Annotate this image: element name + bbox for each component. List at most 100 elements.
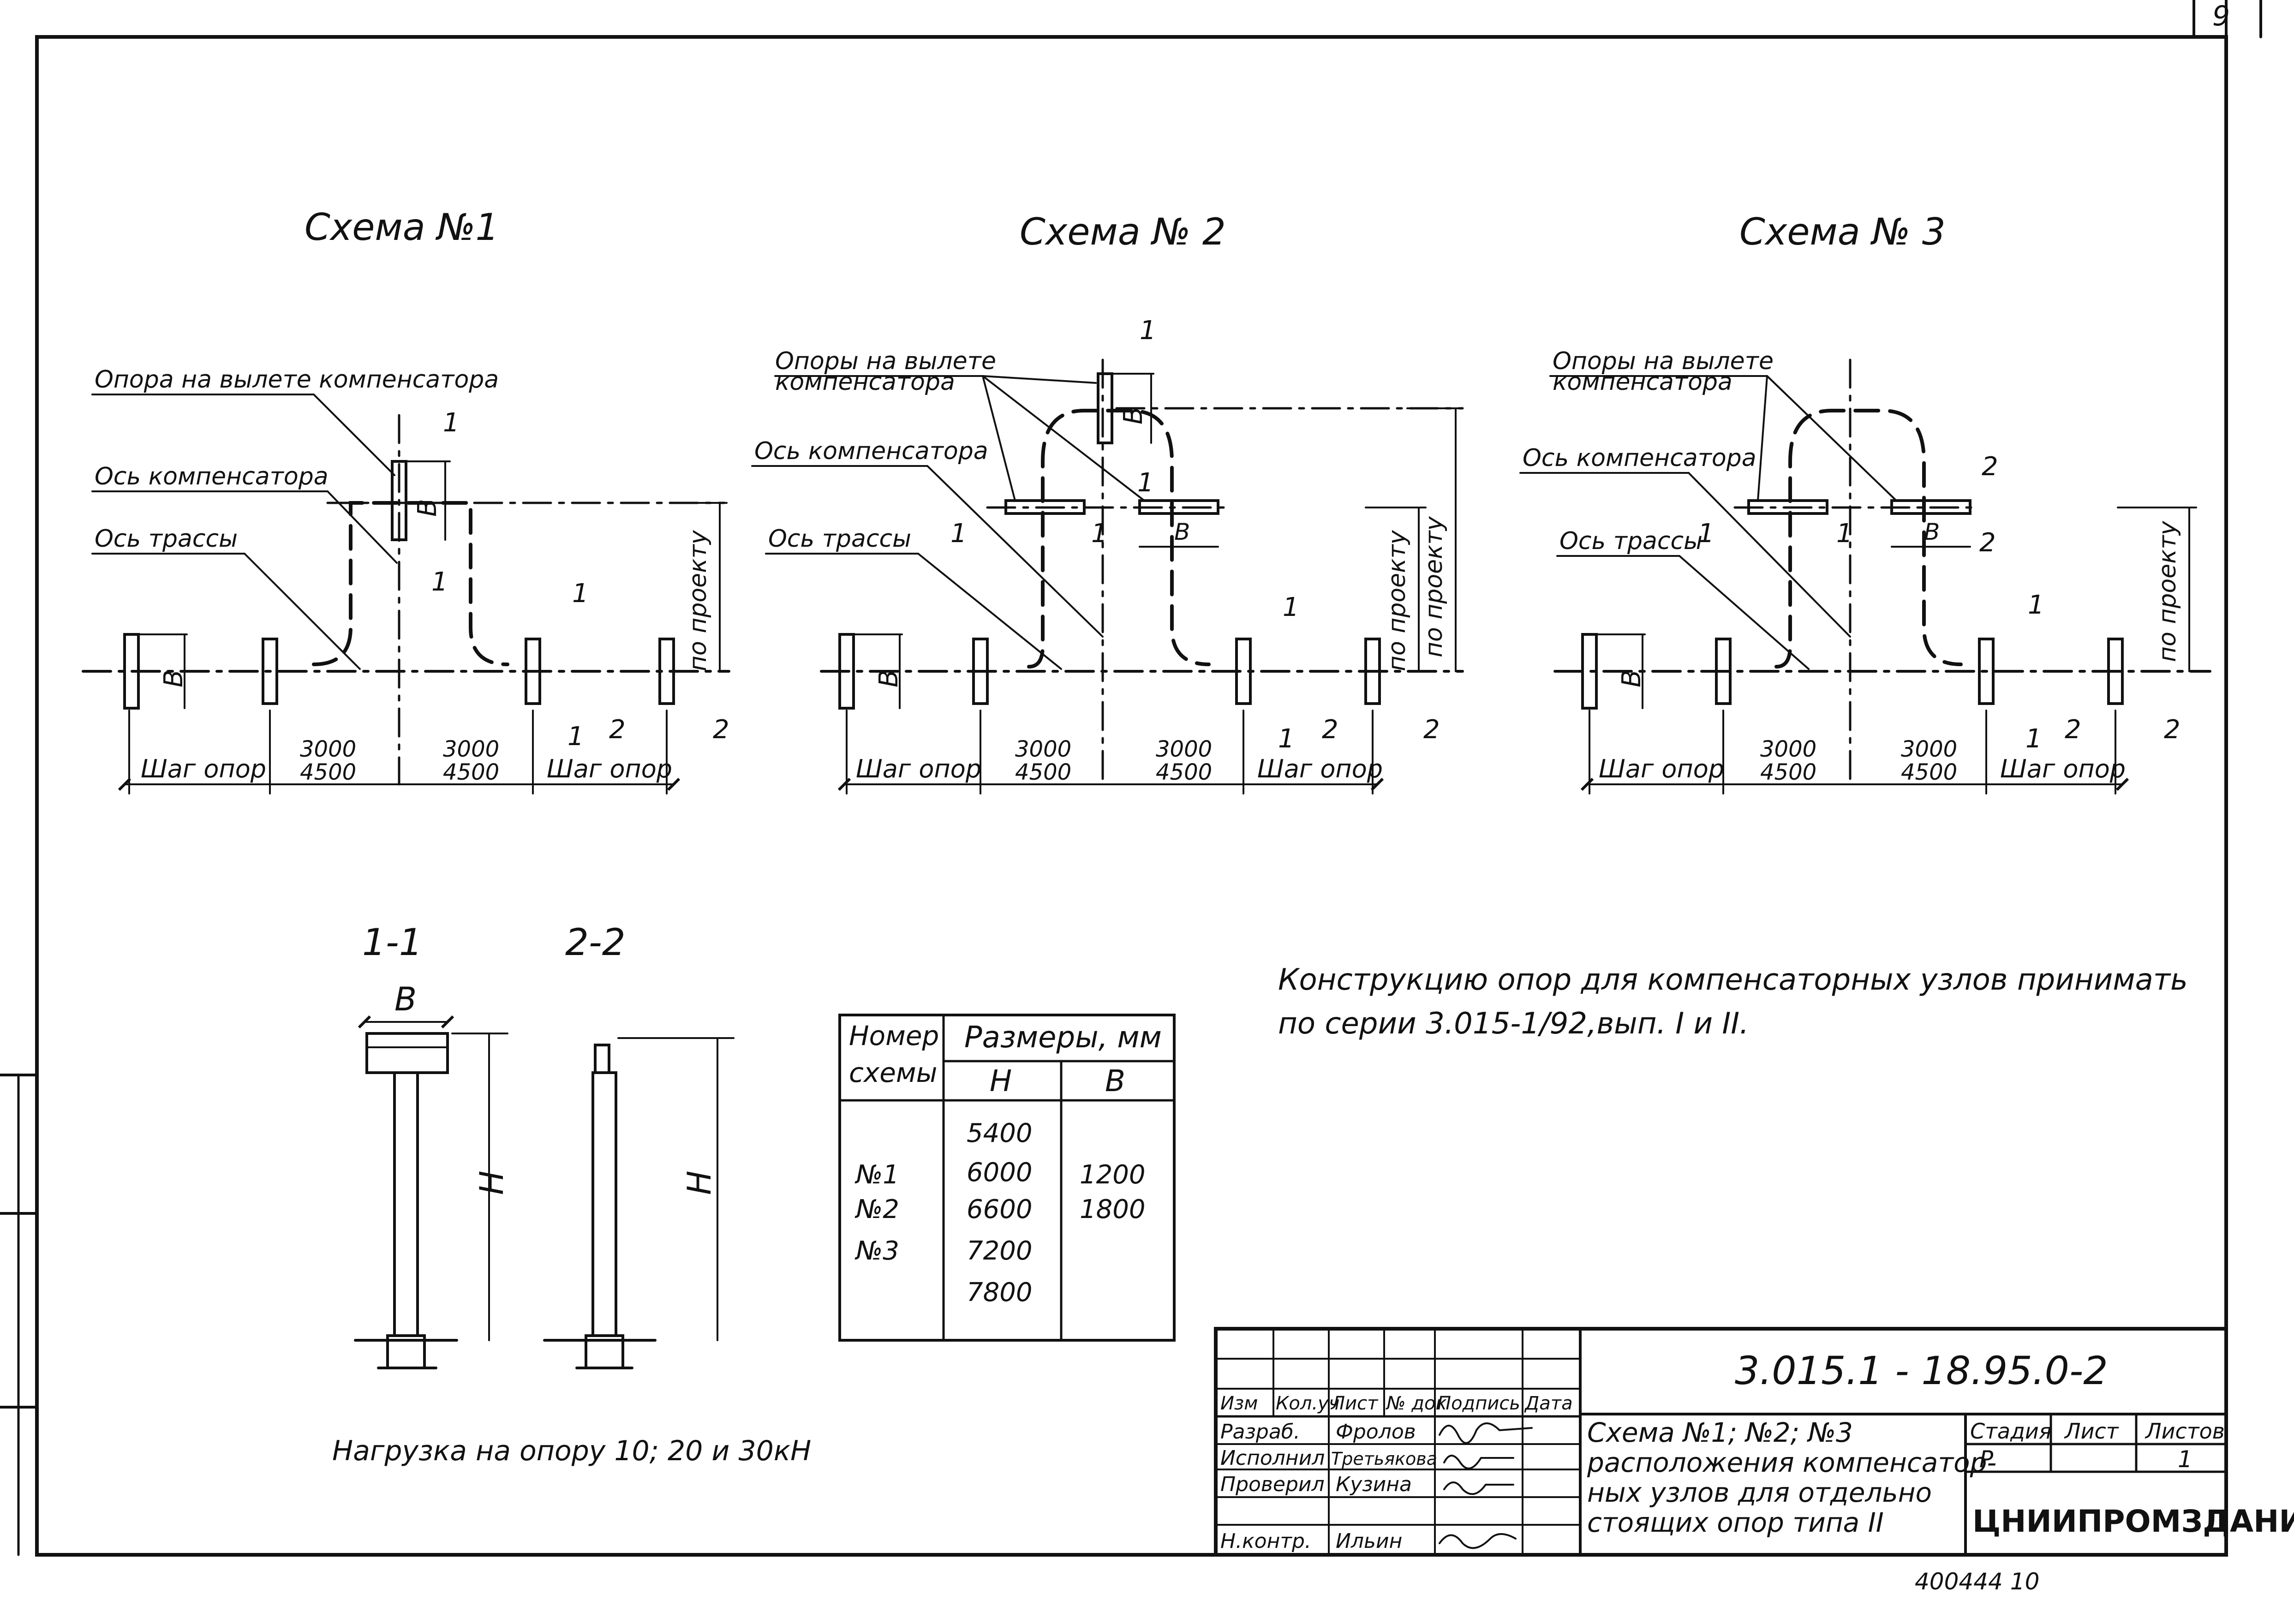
label-2-2: Ось трассы — [768, 525, 911, 553]
step-label-1b: Шаг опор — [547, 754, 672, 783]
step-label-1a: Шаг опор — [141, 754, 266, 783]
table-h-2: 6000 — [967, 1158, 1033, 1188]
table-h-5: 7800 — [967, 1278, 1033, 1308]
dim-b-7: В — [1924, 519, 1940, 545]
table-h-3: 6600 — [967, 1194, 1033, 1224]
table-b-2: 1800 — [1080, 1194, 1146, 1224]
tb-desc-1: расположения компенсатор- — [1587, 1447, 1996, 1478]
sizes-table: Номер схемы Размеры, мм Н В №1 №2 №3 540… — [838, 1014, 1176, 1342]
scheme-3-title: Схема № 3 — [1739, 210, 1946, 253]
scheme-1: Схема №1 В В по проекту Шаг о — [82, 206, 730, 794]
span-a-2a: 3000 — [1015, 736, 1071, 762]
sec-1b: 1 — [431, 567, 448, 597]
sec-2-1c: 1 — [950, 519, 967, 549]
sec-3-2a: 2 — [1982, 452, 1998, 482]
sec-2a: 2 — [609, 715, 626, 745]
section-1-1-title: 1-1 — [362, 921, 423, 964]
scheme-2-title: Схема № 2 — [1020, 210, 1226, 253]
span-b-3b: 4500 — [1901, 759, 1957, 785]
label-3-2: Ось трассы — [1559, 527, 1703, 555]
label-3-1: Ось компенсатора — [1523, 444, 1756, 472]
tb-desc-2: ных узлов для отдельно — [1587, 1477, 1932, 1508]
table-head-sizes: Размеры, мм — [964, 1021, 1162, 1055]
label-2-0a: Опоры на вылете — [775, 347, 996, 375]
sheet-number: 9 — [2212, 0, 2230, 32]
sec-2-1e: 1 — [1283, 592, 1299, 622]
section-views: 1-1 2-2 В Н Н — [354, 921, 735, 1369]
construction-note-line1: Конструкцию опор для компенсаторных узло… — [1278, 963, 2188, 997]
label-1-2: Ось трассы — [95, 525, 238, 553]
sheet-frame — [0, 0, 2262, 1557]
tb-sheet-h: Лист — [2064, 1419, 2119, 1444]
by-project-2b: по проекту — [1383, 530, 1411, 671]
sec-3-1c: 1 — [2028, 590, 2044, 620]
scheme-2: Схема № 2 В В В по проекту по проекту Ша… — [751, 210, 1464, 794]
table-head-number: Номер — [849, 1020, 939, 1051]
tb-head-0: Изм — [1220, 1393, 1258, 1414]
tb-head-3: № док — [1386, 1393, 1447, 1414]
scheme-3: Схема № 3 В В по проекту Шаг опор 3000 4… — [1519, 210, 2211, 794]
tb-desc-0: Схема №1; №2; №3 — [1587, 1417, 1853, 1448]
tb-head-5: Дата — [1524, 1393, 1573, 1414]
label-2-1: Ось компенсатора — [754, 437, 988, 465]
span-a-1a: 3000 — [300, 736, 356, 762]
step-label-2b: Шаг опор — [1257, 754, 1383, 783]
dim-b-5: В — [1174, 519, 1190, 545]
table-head-scheme: схемы — [849, 1057, 937, 1088]
section-b-label: В — [394, 980, 417, 1018]
label-2-0b: компенсатора — [775, 368, 955, 396]
sec-2-1d: 1 — [1091, 519, 1108, 549]
span-b-2b: 4500 — [1156, 759, 1212, 785]
label-1-0: Опора на вылете компенсатора — [95, 366, 499, 394]
construction-note-line2: по серии 3.015-1/92,вып. I и II. — [1278, 1007, 1749, 1041]
step-label-3a: Шаг опор — [1599, 754, 1724, 783]
table-scheme-3: №3 — [854, 1236, 899, 1266]
tb-name-0: Фролов — [1336, 1420, 1416, 1444]
span-b-1b: 4500 — [443, 759, 499, 785]
table-scheme-1: №1 — [854, 1160, 899, 1190]
sec-3-1b: 1 — [1836, 519, 1853, 549]
sec-3-1a: 1 — [1698, 519, 1715, 549]
sec-2b: 2 — [713, 715, 729, 745]
section-h-1: Н — [473, 1170, 511, 1195]
sec-2-2a: 2 — [1322, 715, 1338, 745]
by-project-3: по проекту — [2154, 520, 2181, 662]
span-b-2a: 4500 — [1015, 759, 1071, 785]
dim-b-1: В — [159, 670, 189, 687]
load-note: Нагрузка на опору 10; 20 и 30кН — [332, 1435, 811, 1467]
span-a-2b: 3000 — [1156, 736, 1212, 762]
span-a-3a: 3000 — [1760, 736, 1816, 762]
table-scheme-2: №2 — [854, 1194, 899, 1224]
bottom-note: 400444 10 — [1915, 1568, 2039, 1595]
span-b-3a: 4500 — [1760, 759, 1816, 785]
sec-3-2d: 2 — [2164, 715, 2180, 745]
tb-desc-3: стоящих опор типа II — [1587, 1507, 1884, 1538]
sec-1d: 1 — [568, 722, 584, 752]
by-project-2a: по проекту — [1420, 516, 1448, 657]
sec-3-2c: 2 — [2065, 715, 2081, 745]
table-b-1: 1200 — [1080, 1160, 1146, 1190]
sec-2-2b: 2 — [1423, 715, 1440, 745]
step-label-3b: Шаг опор — [2000, 754, 2126, 783]
span-a-1b: 3000 — [443, 736, 499, 762]
sec-1c: 1 — [572, 579, 589, 609]
tb-stage-h: Стадия — [1970, 1419, 2051, 1444]
tb-sheets: 1 — [2178, 1446, 2192, 1473]
tb-role-3: Н.контр. — [1220, 1529, 1311, 1553]
title-block: Изм Кол.уч Лист № док Подпись Дата Разра… — [1214, 1327, 2294, 1557]
tb-role-1: Исполнил — [1220, 1446, 1325, 1470]
table-head-h: Н — [990, 1064, 1012, 1099]
step-label-2a: Шаг опор — [856, 754, 981, 783]
dim-b-3: В — [874, 670, 904, 687]
label-1-1: Ось компенсатора — [95, 463, 329, 490]
sec-1a: 1 — [443, 408, 460, 438]
table-h-1: 5400 — [967, 1118, 1033, 1148]
table-h-4: 7200 — [967, 1236, 1033, 1266]
sec-3-1d: 1 — [2025, 724, 2042, 754]
tb-name-3: Ильин — [1336, 1529, 1402, 1553]
tb-head-1: Кол.уч — [1276, 1393, 1339, 1414]
tb-role-2: Проверил — [1220, 1473, 1325, 1496]
tb-name-2: Кузина — [1336, 1473, 1412, 1496]
sec-2-1a: 1 — [1140, 316, 1156, 346]
